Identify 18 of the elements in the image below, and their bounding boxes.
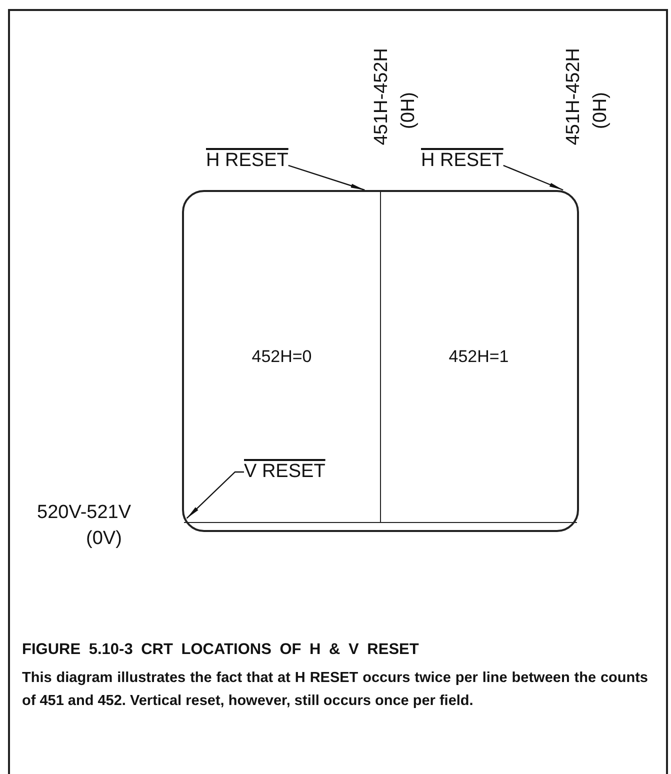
signal-label: H RESET — [206, 150, 288, 172]
count-label: 520V-521V — [37, 502, 132, 524]
leader-arrow — [503, 164, 564, 191]
count-label: (0V) — [86, 528, 122, 550]
screen-region — [184, 192, 380, 523]
leader-arrow — [186, 471, 244, 519]
signal-label: V RESET — [244, 461, 326, 483]
signal-label: H RESET — [421, 150, 504, 172]
figure-title: FIGURE 5.10-3 CRT LOCATIONS OF H & V RESET — [22, 641, 419, 659]
leader-arrow — [288, 164, 365, 191]
crt-screen-outline — [182, 190, 579, 532]
region-label: 452H=0 — [252, 347, 312, 367]
figure-caption: This diagram illustrates the fact that at H RESET occurs twice per line between the counts of 451 and 452. Vertical reset, however, still occurs once per field. — [22, 669, 648, 711]
count-label: (0H) — [591, 92, 610, 129]
count-label: 451H-452H — [372, 48, 391, 146]
count-label: 451H-452H — [564, 48, 583, 146]
region-label: 452H=1 — [448, 347, 509, 367]
count-label: (0H) — [399, 92, 418, 129]
